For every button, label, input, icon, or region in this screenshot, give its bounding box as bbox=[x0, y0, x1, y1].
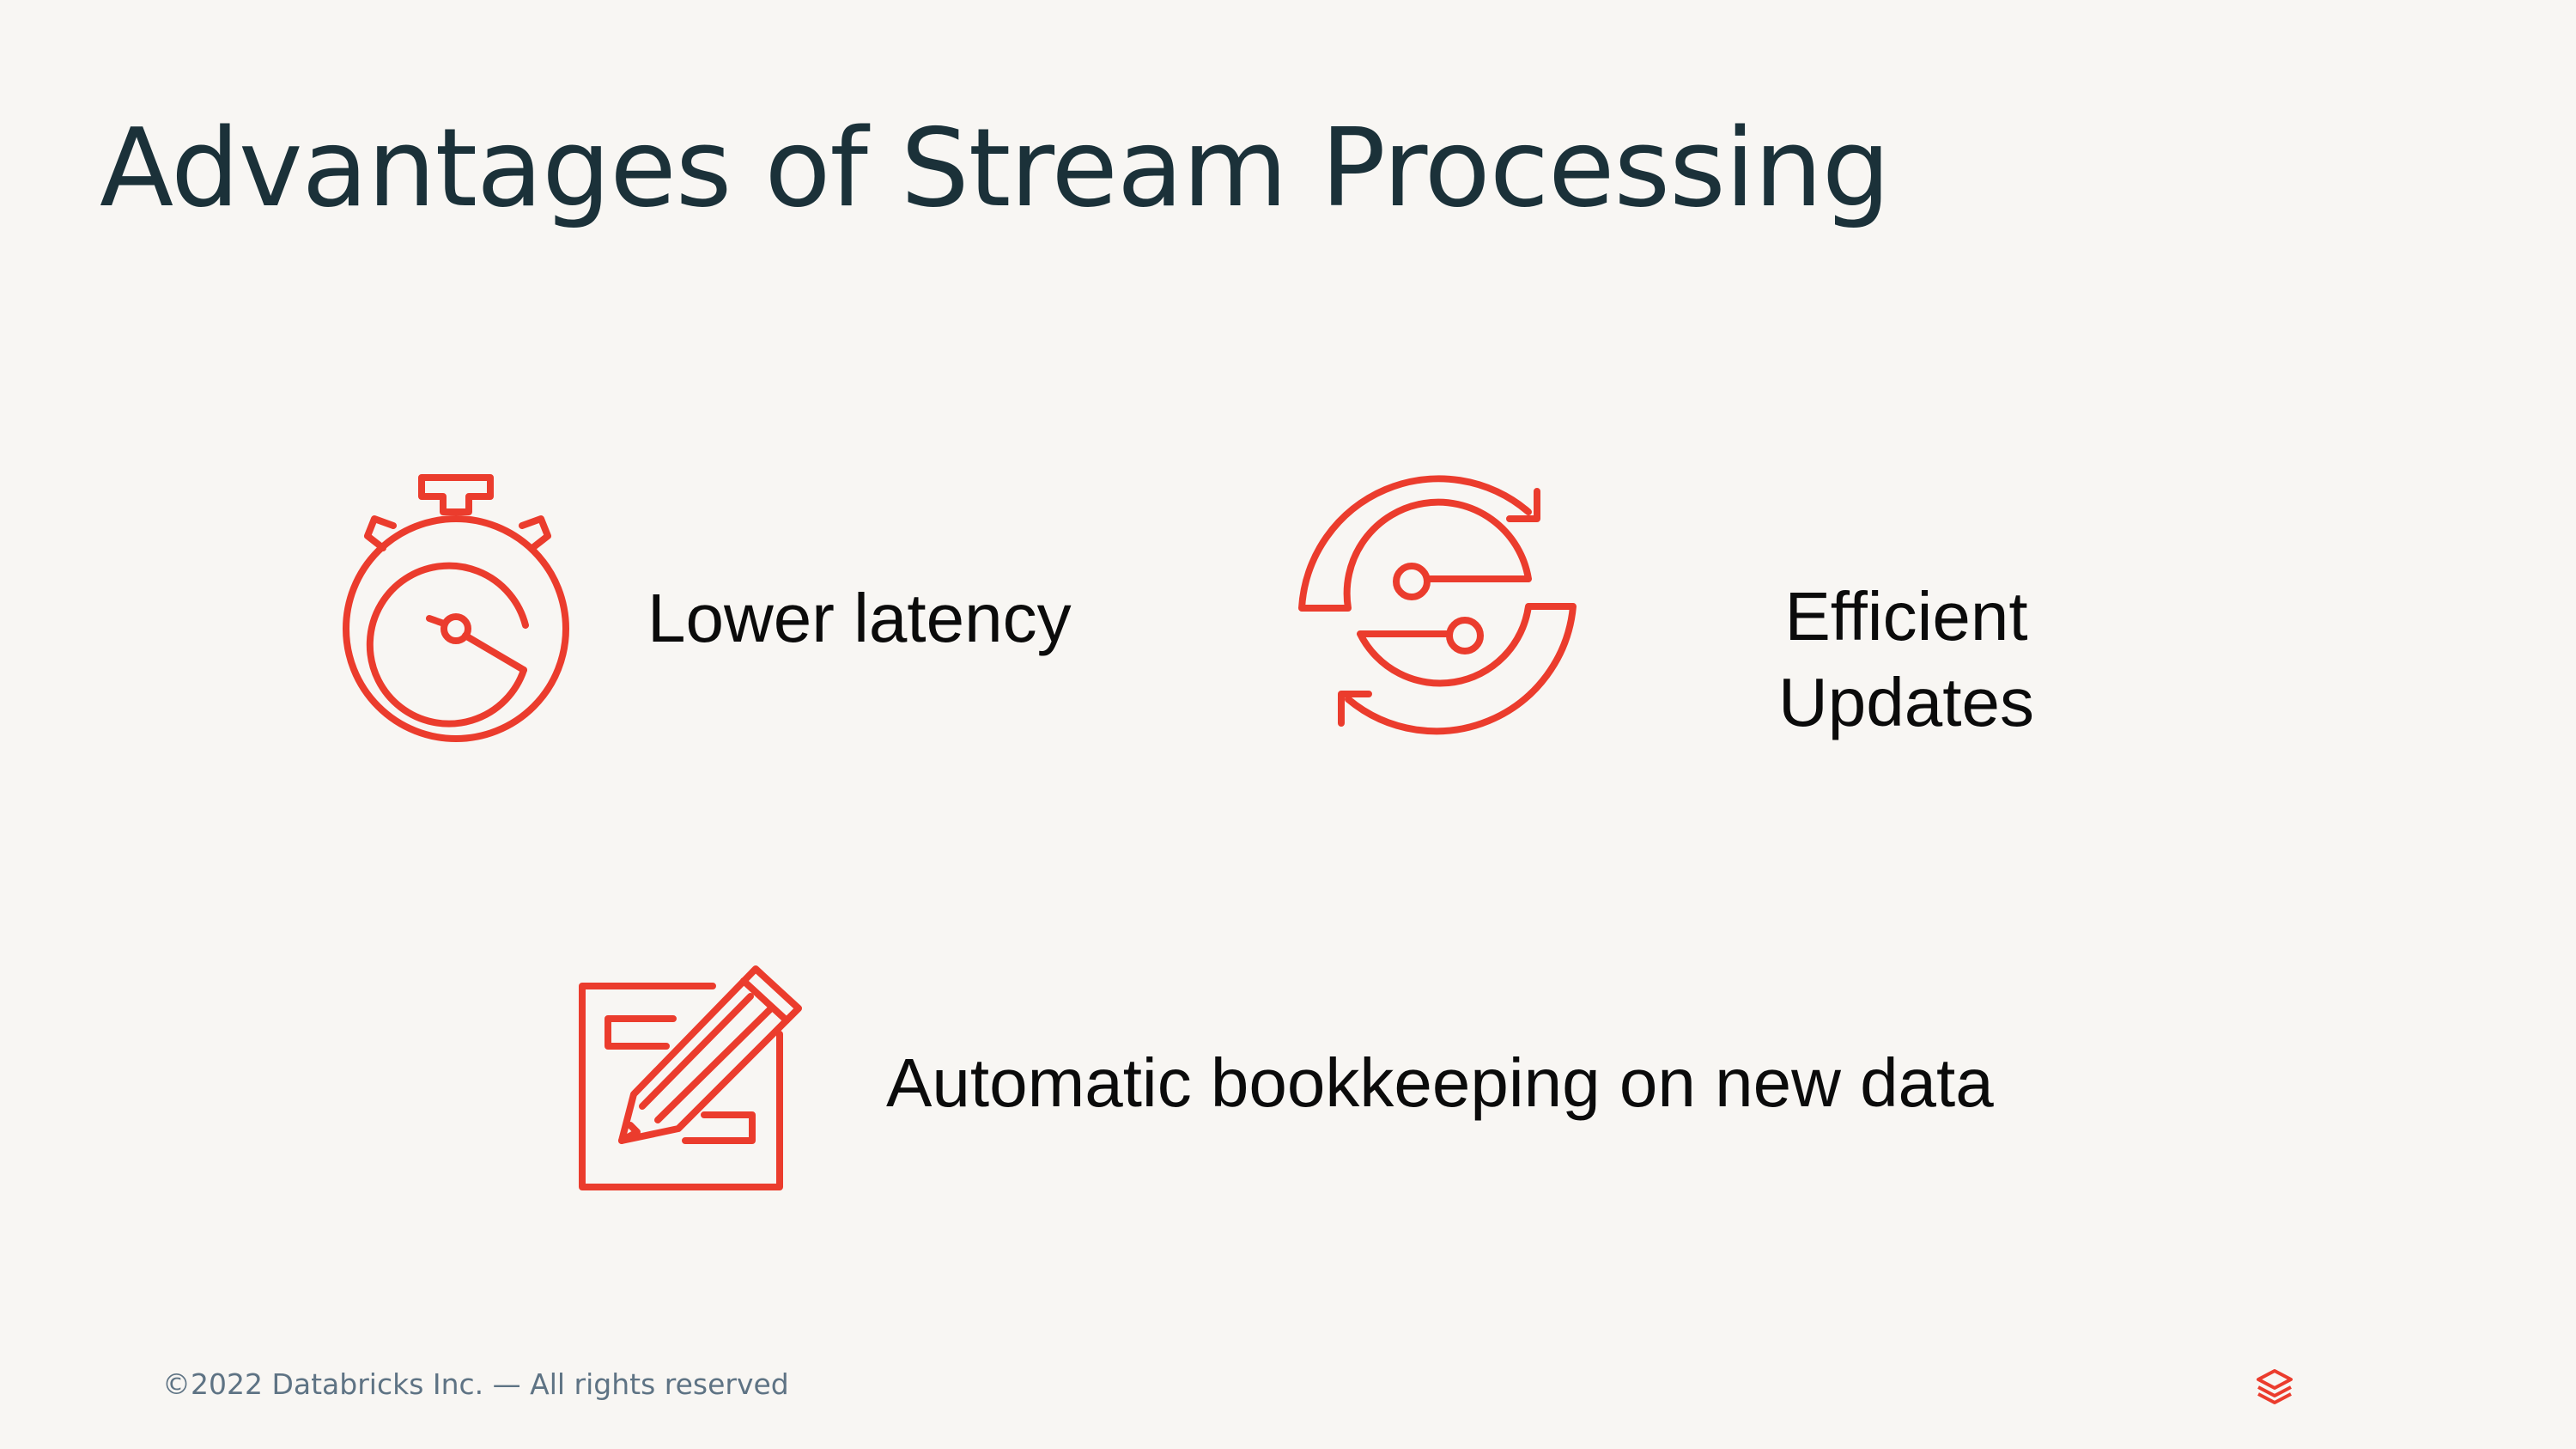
item-label-efficient-updates: Efficient Updates bbox=[1743, 574, 2069, 746]
slide-title: Advantages of Stream Processing bbox=[100, 105, 1891, 231]
item-label-line: Updates bbox=[1778, 664, 2034, 740]
stopwatch-icon bbox=[340, 474, 575, 747]
edit-document-icon bbox=[574, 957, 811, 1194]
databricks-logo-icon bbox=[2253, 1366, 2296, 1413]
item-label-lower-latency: Lower latency bbox=[647, 580, 1072, 656]
footer-copyright: ©2022 Databricks Inc. — All rights reser… bbox=[162, 1367, 789, 1401]
item-label-automatic-bookkeeping: Automatic bookkeeping on new data bbox=[886, 1044, 1994, 1121]
item-label-line: Efficient bbox=[1784, 578, 2028, 654]
sync-arrows-icon bbox=[1297, 469, 1580, 752]
